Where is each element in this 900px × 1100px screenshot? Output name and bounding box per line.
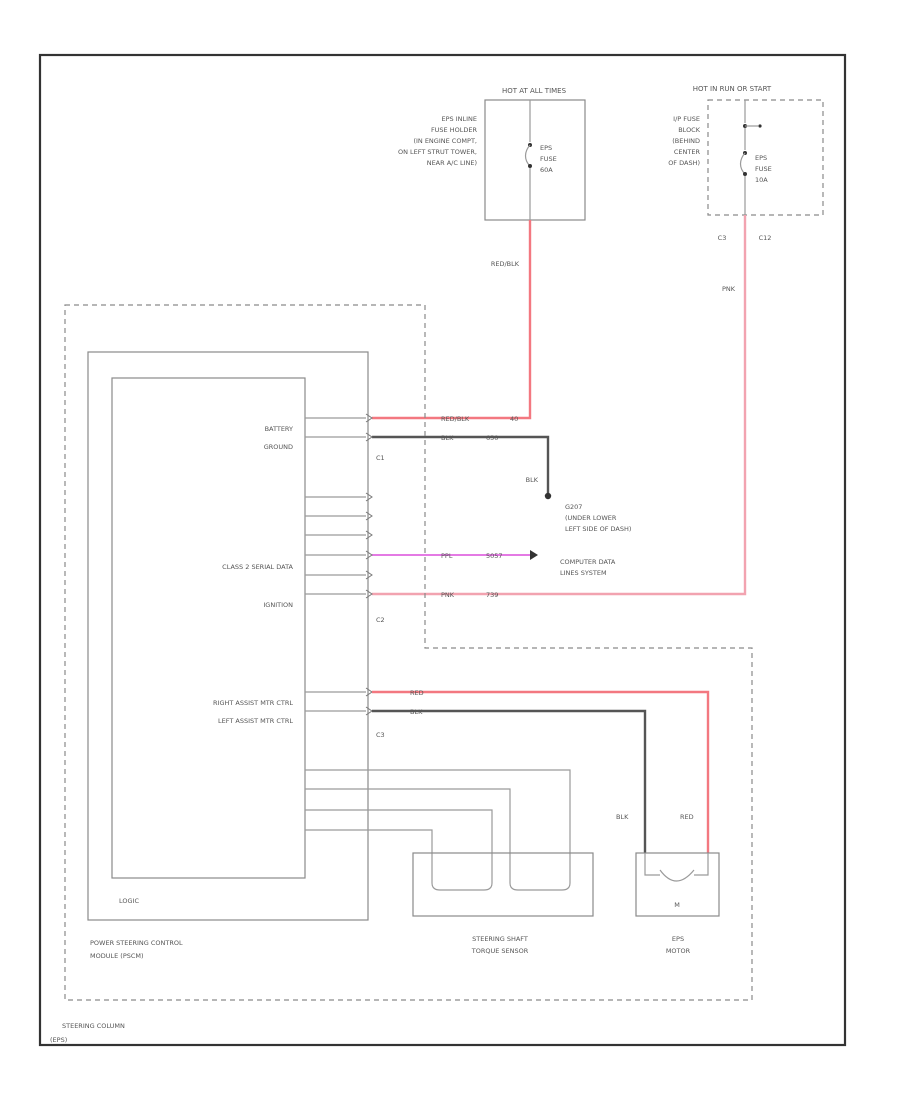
pin-left-motor-label: LEFT ASSIST MTR CTRL	[218, 717, 293, 725]
run-fuse-line-3: 10A	[755, 176, 768, 184]
fuse-holder-line-5: NEAR A/C LINE)	[427, 159, 477, 167]
eps-fuse-10a-icon	[739, 152, 746, 175]
battery-row-circuit: 40	[510, 415, 518, 423]
fuse-holder-line-1: EPS INLINE	[441, 115, 477, 123]
pscm-outer-box	[87, 351, 369, 921]
pscm-pin-rows	[305, 413, 373, 716]
steering-column-boundary	[64, 304, 753, 1001]
connector-c2-label: C2	[376, 616, 385, 624]
ignition-feed-color-label: PNK	[722, 285, 736, 293]
torque-sensor-line-2: TORQUE SENSOR	[471, 947, 529, 955]
motor-winding-icon	[659, 869, 695, 882]
eps-fuse-line-3: 60A	[540, 166, 553, 174]
motor-right-wire-label: RED	[680, 813, 694, 821]
eps-fuse-60a-icon	[524, 144, 531, 167]
run-fuse-line-1: EPS	[755, 154, 767, 162]
fuse-block-line-5: OF DASH)	[668, 159, 700, 167]
torque-sensor-coil-2-icon	[509, 866, 571, 891]
ground-drop-label: BLK	[526, 476, 539, 484]
ignition-row-color: PNK	[441, 591, 455, 599]
eps-fuse-holder-box	[484, 99, 586, 221]
fuse-block-line-2: BLOCK	[678, 126, 701, 134]
eps-motor-line-1: EPS	[672, 935, 684, 943]
pin-right-motor-label: RIGHT ASSIST MTR CTRL	[213, 699, 293, 707]
pin-ground-label: GROUND	[264, 443, 293, 451]
right-motor-wire	[372, 690, 710, 853]
eps-motor-line-2: MOTOR	[666, 947, 691, 955]
ground-wire	[372, 435, 550, 494]
eps-motor: M EPS MOTOR	[635, 852, 720, 955]
motor-left-wire-label: BLK	[616, 813, 629, 821]
fuse-block-line-1: I/P FUSE	[673, 115, 700, 123]
connector-c3-pscm-label: C3	[376, 731, 385, 739]
pin-serial-data-label: CLASS 2 SERIAL DATA	[222, 563, 293, 571]
pin-ignition-label: IGNITION	[263, 601, 293, 609]
connector-c3-label: C3	[718, 234, 727, 242]
eps-fuse-line-1: EPS	[540, 144, 552, 152]
battery-row-color: RED/BLK	[441, 415, 470, 423]
fuse-block-line-4: CENTER	[674, 148, 701, 156]
connector-c1-label: C1	[376, 454, 385, 462]
eps-motor-box	[635, 852, 720, 917]
steering-column-line-1: STEERING COLUMN	[62, 1022, 125, 1030]
pscm-module: LOGIC POWER STEERING CONTROL MODULE (PSC…	[87, 351, 385, 960]
motor-symbol: M	[674, 901, 680, 909]
data-row-color: PPL	[441, 552, 453, 560]
torque-sensor-box	[412, 852, 594, 917]
ignition-row-circuit: 739	[486, 591, 498, 599]
data-dest-line-1: COMPUTER DATA	[560, 558, 616, 566]
eps-fuse-line-2: FUSE	[540, 155, 557, 163]
data-dest-line-2: LINES SYSTEM	[560, 569, 607, 577]
fuse-holder-line-4: ON LEFT STRUT TOWER,	[398, 148, 477, 156]
pscm-name-line-2: MODULE (PSCM)	[90, 952, 144, 960]
run-fuse-line-2: FUSE	[755, 165, 772, 173]
hot-in-run-header: HOT IN RUN OR START	[693, 85, 772, 93]
pscm-name-line-1: POWER STEERING CONTROL	[90, 939, 183, 947]
connector-c12-label: C12	[759, 234, 772, 242]
fuse-hot-at-all-times: HOT AT ALL TIMES EPS FUSE 60A EPS INLINE…	[398, 87, 586, 221]
data-arrow-icon	[530, 550, 538, 560]
left-motor-wire	[372, 709, 647, 853]
left-motor-row-color: BLK	[410, 708, 423, 716]
fuse-hot-in-run: HOT IN RUN OR START EPS FUSE 10A I/P FUS…	[668, 85, 824, 242]
fuse-holder-line-2: FUSE HOLDER	[431, 126, 478, 134]
ground-g207-icon	[544, 492, 552, 500]
battery-feed-wire	[372, 220, 532, 420]
steering-column-line-2: (EPS)	[50, 1036, 67, 1044]
diagram-frame	[38, 53, 847, 1047]
torque-sensor: STEERING SHAFT TORQUE SENSOR	[305, 769, 594, 955]
fuse-holder-line-3: (IN ENGINE COMPT,	[413, 137, 477, 145]
fuse-block-line-3: (BEHIND	[672, 137, 700, 145]
pscm-logic-box	[111, 377, 306, 879]
ground-line-3: LEFT SIDE OF DASH)	[565, 525, 631, 533]
ground-line-2: (UNDER LOWER	[565, 514, 617, 522]
battery-feed-color-label: RED/BLK	[491, 260, 520, 268]
logic-label: LOGIC	[119, 897, 139, 905]
ignition-feed-wire	[372, 215, 747, 596]
ground-row-color: BLK	[441, 434, 454, 442]
pin-battery-label: BATTERY	[265, 425, 293, 433]
ground-line-1: G207	[565, 503, 582, 511]
hot-at-all-times-header: HOT AT ALL TIMES	[502, 87, 567, 95]
data-row-circuit: 5057	[486, 552, 503, 560]
ground-row-circuit: 650	[486, 434, 498, 442]
torque-sensor-line-1: STEERING SHAFT	[472, 935, 528, 943]
right-motor-row-color: RED	[410, 689, 424, 697]
ip-fuse-block-box	[707, 99, 824, 216]
torque-sensor-coil-1-icon	[431, 866, 493, 891]
